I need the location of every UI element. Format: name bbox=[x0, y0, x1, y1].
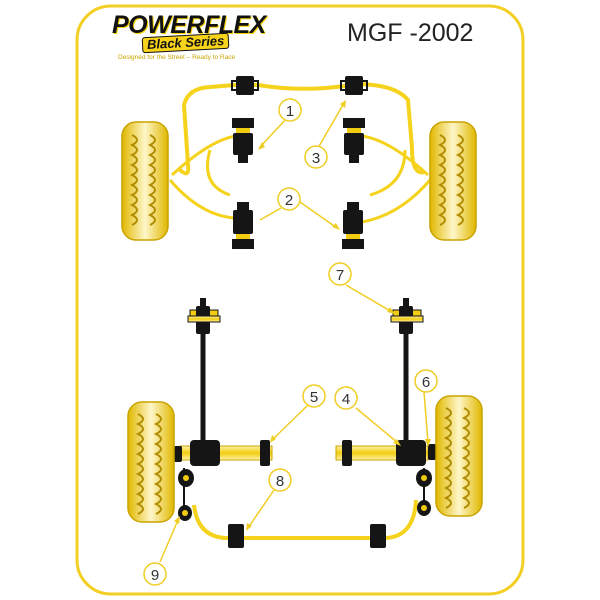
callout-6: 6 bbox=[414, 369, 438, 393]
callout-9: 9 bbox=[143, 562, 167, 586]
rear-link-bush-right-outer bbox=[396, 440, 436, 466]
rear-left-tyre bbox=[127, 401, 175, 523]
front-lower-bush-left bbox=[232, 202, 254, 249]
front-right-mid-arm bbox=[369, 149, 407, 197]
rear-arb-bush-right bbox=[370, 524, 386, 548]
brand-name: POWERFLEX bbox=[112, 11, 266, 39]
svg-text:4: 4 bbox=[342, 391, 350, 408]
svg-text:6: 6 bbox=[422, 374, 430, 391]
brand-series: Black Series bbox=[141, 32, 230, 54]
front-upper-bush-right bbox=[343, 118, 365, 163]
front-left-mid-arm bbox=[206, 149, 231, 197]
callout-2: 2 bbox=[277, 187, 301, 211]
front-right-lower-arm bbox=[361, 179, 432, 224]
svg-text:9: 9 bbox=[151, 567, 159, 584]
svg-text:1: 1 bbox=[286, 103, 294, 120]
front-arb-bush-right bbox=[340, 76, 368, 95]
callout-4: 4 bbox=[334, 386, 358, 410]
rear-top-mount-right bbox=[390, 298, 424, 334]
callout-8: 8 bbox=[268, 468, 292, 492]
outer-frame bbox=[75, 4, 525, 596]
rear-arb-bush-left bbox=[228, 524, 244, 548]
brand-logo: POWERFLEX Black Series Designed for the … bbox=[112, 11, 266, 73]
svg-text:8: 8 bbox=[276, 473, 284, 490]
rear-link-bush-right-inner bbox=[342, 440, 352, 466]
front-anti-roll-bar bbox=[176, 81, 425, 176]
rear-link-bush-left-outer bbox=[190, 440, 220, 466]
callout-1: 1 bbox=[278, 98, 302, 122]
rear-right-tyre bbox=[435, 395, 483, 517]
front-left-lower-arm bbox=[168, 179, 235, 220]
front-right-upper-arm bbox=[361, 134, 430, 177]
rear-upright-bush-left bbox=[174, 446, 182, 462]
rear-link-bush-left-inner bbox=[260, 440, 270, 466]
svg-text:5: 5 bbox=[310, 389, 318, 406]
rear-axle bbox=[127, 298, 483, 548]
front-left-upper-arm bbox=[170, 134, 237, 177]
front-upper-bush-left bbox=[232, 118, 254, 163]
callout-circles: 1 2 3 4 5 6 7 8 bbox=[143, 98, 438, 586]
svg-text:7: 7 bbox=[336, 267, 344, 284]
front-right-tyre bbox=[429, 121, 477, 241]
callout-7: 7 bbox=[328, 262, 352, 286]
callout-arrowheads bbox=[174, 100, 431, 531]
front-axle bbox=[121, 76, 477, 249]
model-title: MGF -2002 bbox=[347, 19, 474, 47]
svg-text:3: 3 bbox=[312, 150, 320, 167]
svg-text:2: 2 bbox=[285, 192, 293, 209]
front-arb-bush-left bbox=[231, 76, 259, 95]
front-lower-bush-right bbox=[342, 202, 364, 249]
callout-5: 5 bbox=[302, 384, 326, 408]
callouts bbox=[159, 102, 429, 563]
front-left-tyre bbox=[121, 121, 169, 241]
rear-top-mount-left bbox=[187, 298, 221, 334]
callout-3: 3 bbox=[304, 145, 328, 169]
brand-tagline: Designed for the Street – Ready to Race bbox=[118, 54, 236, 61]
